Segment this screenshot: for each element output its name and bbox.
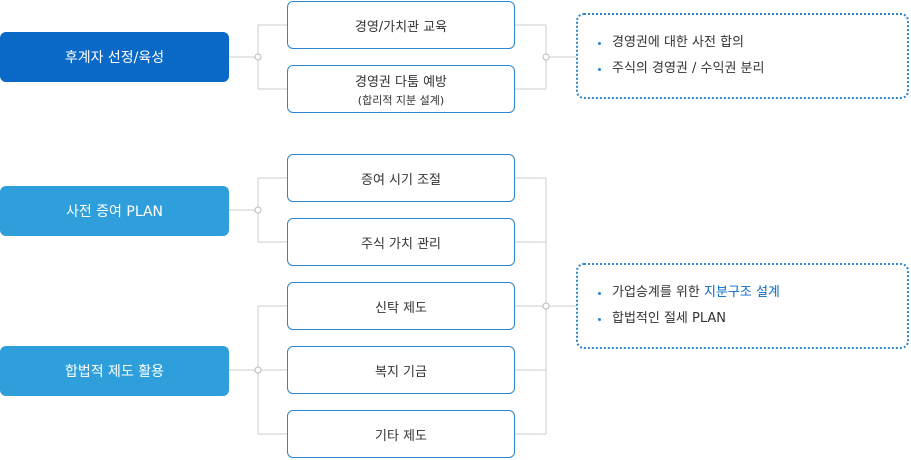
item-dispute-prevention: 경영권 다툼 예방 (합리적 지분 설계) <box>287 65 515 113</box>
note-list-top: 경영권에 대한 사전 합의 주식의 경영권 / 수익권 분리 <box>598 30 907 82</box>
category-legal-system-label: 합법적 제도 활용 <box>64 364 165 380</box>
note-bullet: 가업승계를 위한 지분구조 설계 <box>598 280 907 306</box>
item-values-education: 경영/가치관 교육 <box>287 1 515 49</box>
item-values-education-label: 경영/가치관 교육 <box>354 19 448 35</box>
item-dispute-prevention-sublabel: (합리적 지분 설계) <box>357 93 445 107</box>
note-bullet: 주식의 경영권 / 수익권 분리 <box>598 56 907 82</box>
item-dispute-prevention-label: 경영권 다툼 예방 <box>355 74 447 90</box>
item-welfare-fund: 복지 기금 <box>287 346 515 394</box>
category-gift-plan-label: 사전 증여 PLAN <box>65 204 164 220</box>
note-bullet: 합법적인 절세 PLAN <box>598 306 907 332</box>
item-gift-timing: 증여 시기 조절 <box>287 154 515 202</box>
item-trust-label: 신탁 제도 <box>375 300 427 316</box>
category-succession-label: 후계자 선정/육성 <box>64 50 165 66</box>
item-stock-value: 주식 가치 관리 <box>287 218 515 266</box>
item-gift-timing-label: 증여 시기 조절 <box>360 172 442 188</box>
category-legal-system: 합법적 제도 활용 <box>0 346 229 396</box>
item-trust: 신탁 제도 <box>287 282 515 330</box>
item-other-system-label: 기타 제도 <box>375 428 427 444</box>
category-gift-plan: 사전 증여 PLAN <box>0 186 229 236</box>
item-welfare-fund-label: 복지 기금 <box>375 364 427 380</box>
item-other-system: 기타 제도 <box>287 410 515 458</box>
item-stock-value-label: 주식 가치 관리 <box>360 236 442 252</box>
note-box-top: 경영권에 대한 사전 합의 주식의 경영권 / 수익권 분리 <box>576 13 909 99</box>
note-highlight: 지분구조 설계 <box>704 285 780 300</box>
category-succession: 후계자 선정/육성 <box>0 32 229 82</box>
note-list-bottom: 가업승계를 위한 지분구조 설계 합법적인 절세 PLAN <box>598 280 907 332</box>
note-bullet: 경영권에 대한 사전 합의 <box>598 30 907 56</box>
note-text: 가업승계를 위한 <box>612 285 704 300</box>
note-box-bottom: 가업승계를 위한 지분구조 설계 합법적인 절세 PLAN <box>576 263 909 349</box>
